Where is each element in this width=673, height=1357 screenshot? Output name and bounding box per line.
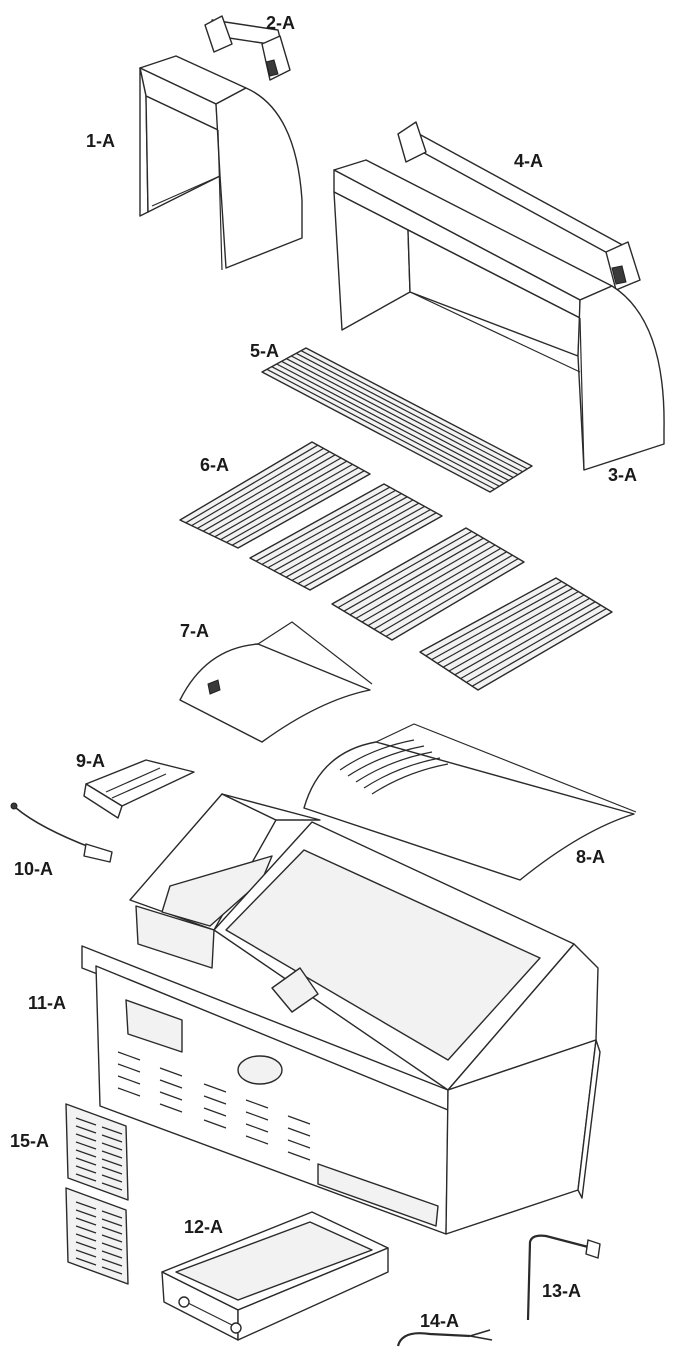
part-1-small-hood [139,55,303,271]
part-13-rod-probe [526,1234,601,1321]
part-5-warming-rack [261,347,533,493]
part-9-side-tray [83,759,195,819]
part-10-igniter-wire [10,802,113,863]
part-8-large-briquette-tray [303,723,637,881]
label-6-a: 6-A [200,455,230,475]
label-9-a: 9-A [76,751,106,771]
label-5-a: 5-A [250,341,280,361]
part-6-cooking-grates [179,441,613,691]
label-11-a: 11-A [28,993,67,1013]
part-2-small-handle [204,15,291,81]
part-14-wire-harness [396,1329,493,1347]
part-4-large-handle [397,121,641,291]
label-10-a: 10-A [14,859,54,879]
label-8-a: 8-A [576,847,606,867]
label-13-a: 13-A [542,1281,582,1301]
part-3-large-hood [333,159,665,471]
label-12-a: 12-A [184,1217,224,1237]
label-3-a: 3-A [608,465,638,485]
part-12-drip-drawer [161,1211,389,1341]
label-2-a: 2-A [266,13,296,33]
part-11-grill-body [81,793,601,1235]
label-7-a: 7-A [180,621,210,641]
part-15-vent-panels [65,1103,129,1285]
label-14-a: 14-A [420,1311,460,1331]
label-15-a: 15-A [10,1131,50,1151]
label-1-a: 1-A [86,131,116,151]
label-4-a: 4-A [514,151,544,171]
part-7-small-briquette-tray [179,621,373,743]
